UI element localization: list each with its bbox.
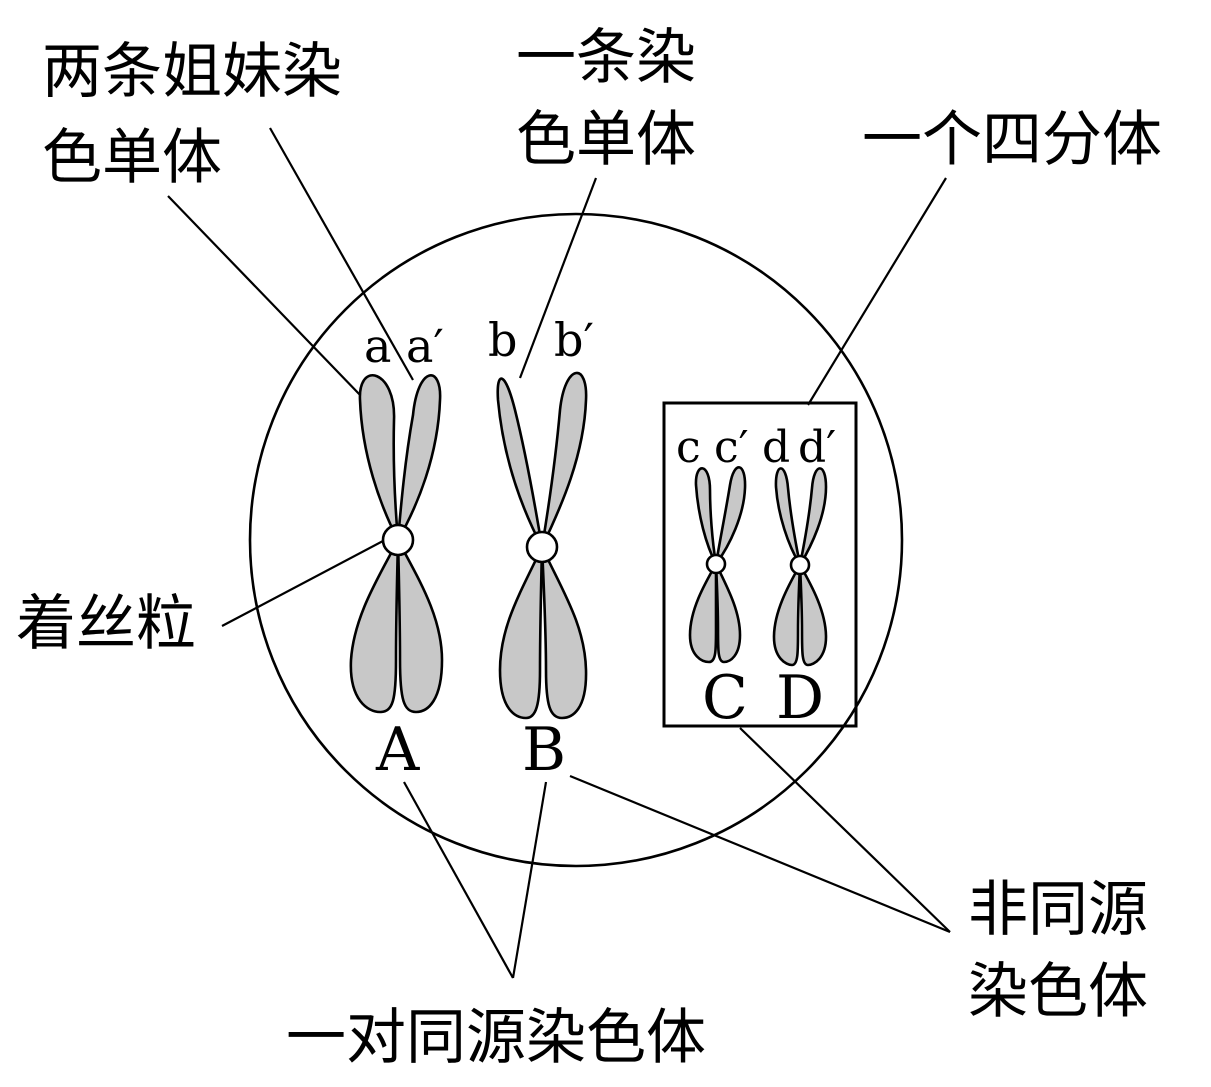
- label-nonhomologous-line2: 染色体: [968, 957, 1148, 1027]
- label-nonhomologous-line1: 非同源: [968, 875, 1148, 945]
- label-tetrad: 一个四分体: [862, 105, 1162, 175]
- label-sister-chromatids-line2: 色单体: [42, 123, 222, 193]
- leader-centromere: [222, 541, 383, 626]
- leader-sister-left: [168, 196, 362, 397]
- centromere-d: [791, 556, 809, 574]
- gene-a: a: [364, 319, 391, 373]
- label-one-chromatid-line1: 一条染: [516, 23, 696, 93]
- chromosome-a: [351, 375, 442, 712]
- chromosome-d: [774, 468, 826, 665]
- gene-c: c: [676, 422, 701, 473]
- label-centromere: 着丝粒: [16, 589, 196, 659]
- chromosome-c: [690, 467, 745, 662]
- label-homologous-pair: 一对同源染色体: [286, 1003, 706, 1073]
- gene-d: d: [762, 422, 790, 473]
- gene-d-prime: d′: [798, 422, 836, 473]
- centromere-b: [527, 532, 557, 562]
- centromere-a: [383, 525, 413, 555]
- chromosome-label-a: A: [375, 715, 420, 785]
- leader-sister-right: [270, 128, 413, 380]
- gene-a-prime: a′: [406, 319, 444, 373]
- chromosome-label-d: D: [776, 663, 824, 733]
- label-one-chromatid-line2: 色单体: [516, 105, 696, 175]
- chromosome-label-b: B: [522, 715, 566, 785]
- gene-b: b: [488, 313, 517, 367]
- leader-homologous-a: [404, 782, 513, 978]
- chromosome-label-c: C: [702, 663, 748, 733]
- leader-homologous-b: [513, 782, 546, 978]
- leader-nonhomologous-b: [570, 776, 950, 932]
- leader-lines: [168, 128, 950, 978]
- label-sister-chromatids-line1: 两条姐妹染: [42, 37, 342, 107]
- leader-tetrad: [808, 178, 946, 405]
- chromosome-b: [498, 373, 586, 718]
- leader-nonhomologous-c: [740, 728, 950, 932]
- centromere-c: [707, 555, 725, 573]
- gene-c-prime: c′: [714, 422, 749, 473]
- gene-b-prime: b′: [554, 313, 594, 367]
